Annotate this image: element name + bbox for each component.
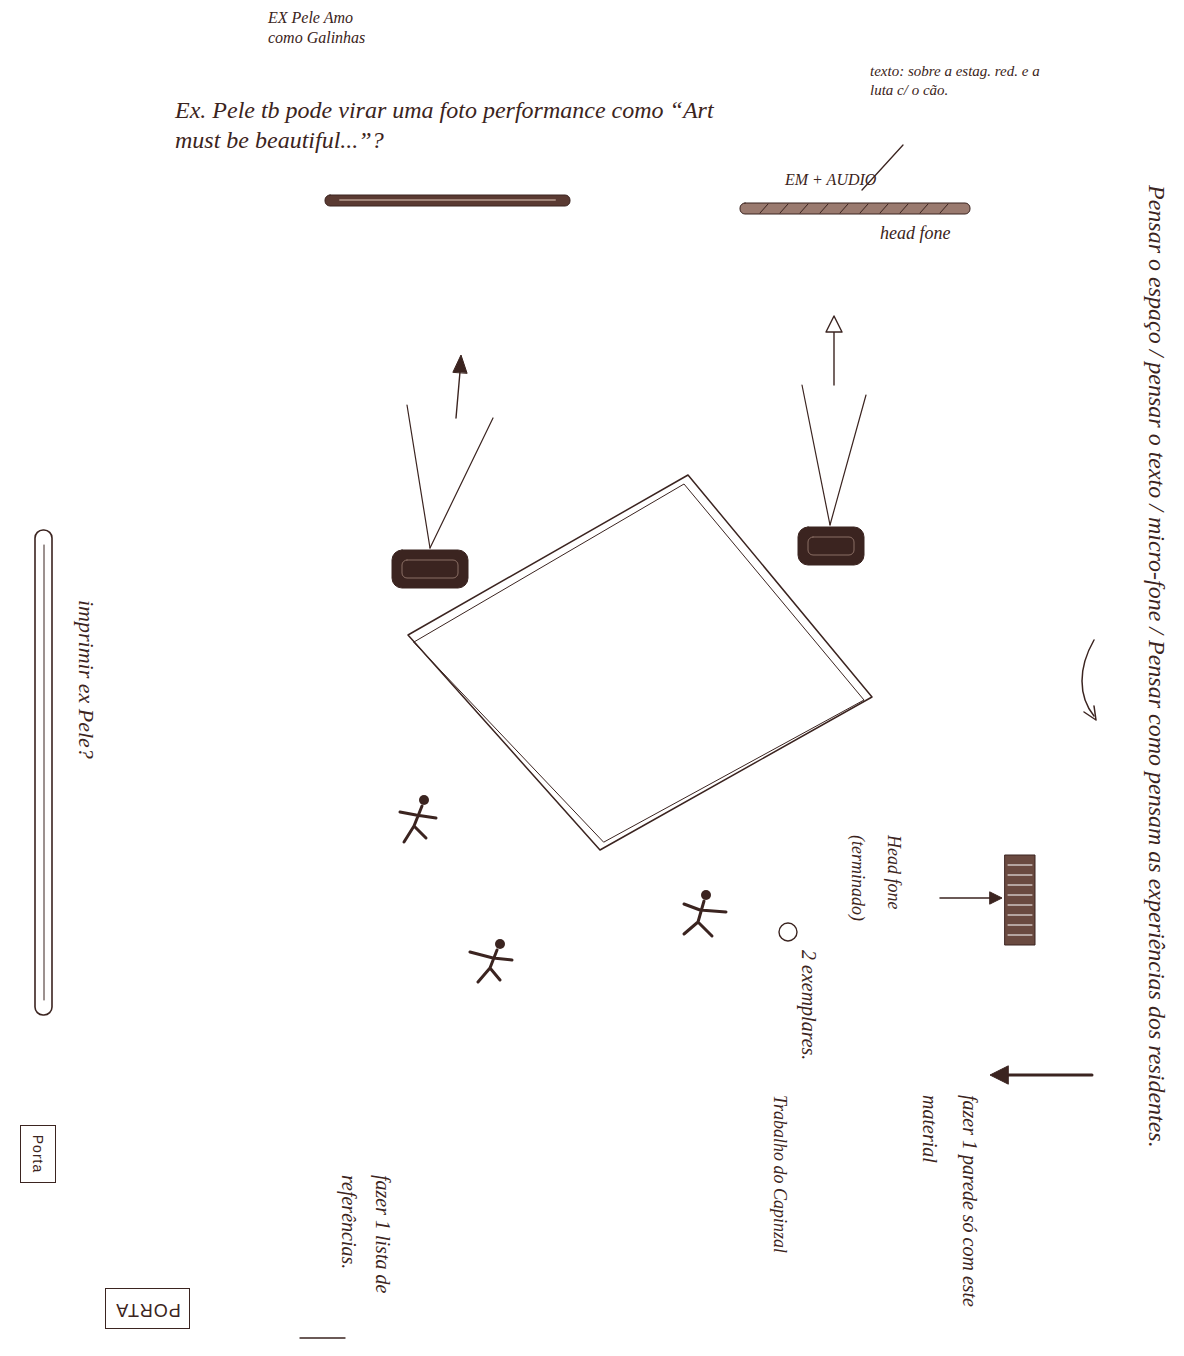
central-platform xyxy=(408,475,872,850)
wall-bar-inner xyxy=(44,545,45,1000)
handwritten-note: Pensar o espaço / pensar o texto / micro… xyxy=(1138,185,1176,1165)
sight-line xyxy=(830,395,866,525)
handwritten-note: EM + AUDIO xyxy=(785,170,925,190)
central-platform-inner xyxy=(414,484,864,842)
door-text-group: Porta xyxy=(30,1135,46,1173)
pointer-arrow xyxy=(1005,1074,1092,1077)
arrow-head xyxy=(990,1066,1008,1084)
pointer-arrow xyxy=(940,897,992,899)
bullet-circle xyxy=(779,923,797,941)
visitor-figure xyxy=(684,890,726,936)
handwritten-note: fazer 1 parede só com este material xyxy=(910,1095,990,1315)
sight-line xyxy=(802,385,830,525)
handwritten-note: EX Pele Amo como Galinhas xyxy=(268,8,388,48)
tv-screen xyxy=(808,537,854,555)
hatching xyxy=(1008,865,1032,935)
handwritten-note: texto: sobre a estag. red. e a luta c/ o… xyxy=(870,62,1060,100)
arrow-head xyxy=(1084,706,1096,720)
visitor-figure xyxy=(470,939,512,982)
tv-screen xyxy=(402,560,458,578)
sight-line xyxy=(407,405,430,548)
handwritten-note: imprimir ex Pele? xyxy=(72,600,100,860)
visitor-figure xyxy=(400,795,436,842)
door-label: PORTA xyxy=(115,1298,180,1319)
wall-stroke xyxy=(300,1337,345,1338)
handwritten-note: head fone xyxy=(880,222,1020,244)
tv-monitor xyxy=(392,550,468,588)
door-text-group: PORTA xyxy=(115,1298,180,1319)
door-box: PORTA xyxy=(105,1288,190,1329)
wall-bar xyxy=(740,203,970,214)
wall-bar xyxy=(35,530,52,1015)
arrow-head xyxy=(826,316,842,332)
hatching xyxy=(760,204,948,213)
sight-line xyxy=(430,418,493,548)
handwritten-note: Trabalho do Capinzal xyxy=(768,1095,792,1335)
curved-arrow xyxy=(1082,640,1094,716)
wall-bar xyxy=(325,195,570,206)
handwritten-note: Head fone (terminado) xyxy=(840,835,912,955)
arrow-head xyxy=(453,355,467,373)
headphone-station xyxy=(1005,855,1035,945)
handwritten-note: fazer 1 lista de referências. xyxy=(332,1175,400,1315)
door-box: Porta xyxy=(20,1125,56,1183)
door-label: Porta xyxy=(30,1135,46,1173)
arrow-head xyxy=(990,892,1002,904)
wall-bar-highlight xyxy=(340,199,555,201)
handwritten-note: 2 exemplares. xyxy=(796,950,822,1110)
handwritten-note: Ex. Pele tb pode virar uma foto performa… xyxy=(175,95,735,155)
tv-monitor xyxy=(798,527,864,565)
direction-arrow xyxy=(833,330,834,385)
